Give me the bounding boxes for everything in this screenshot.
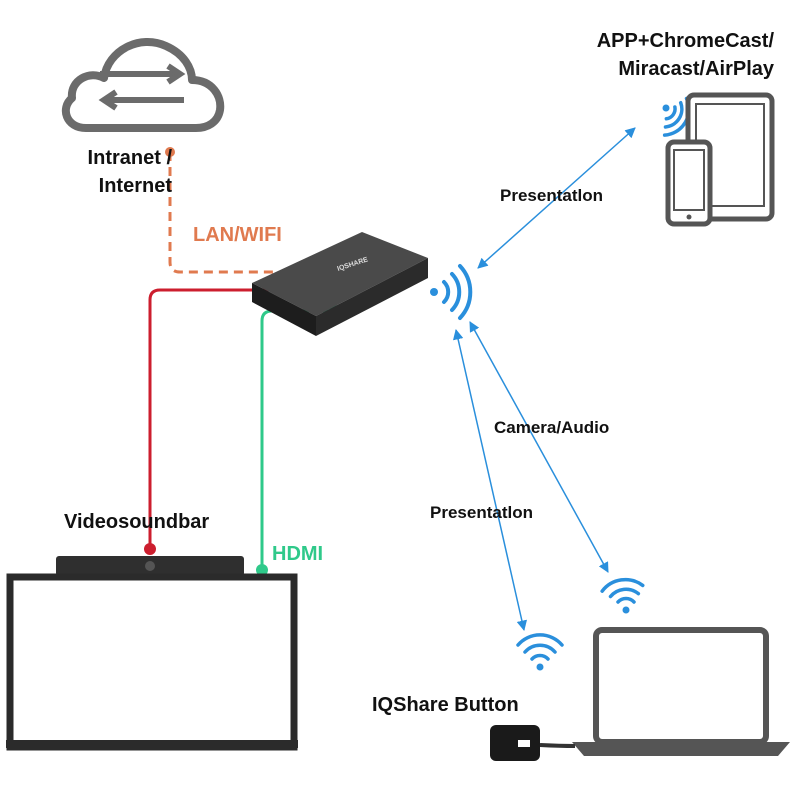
hdmi-label: HDMI — [272, 543, 324, 565]
wifi-icon — [516, 633, 564, 671]
phone-icon — [665, 139, 713, 227]
presentation-arrow-top — [477, 127, 636, 269]
iqshare-button-label: IQShare Button — [372, 694, 519, 716]
lan-connection-line — [165, 147, 309, 278]
cloud-icon — [61, 38, 225, 132]
camera-audio-label: Camera/Audio — [494, 418, 610, 437]
laptop-icon — [572, 627, 790, 756]
wifi-icon — [600, 577, 645, 614]
cloud-label: Intranet / Internet — [87, 147, 172, 197]
hub-icon: IQSHARE — [252, 232, 428, 336]
presentation-top-label: Presentatlon — [500, 186, 603, 205]
soundbar-icon — [56, 556, 244, 576]
hdmi-connection-line — [256, 305, 341, 576]
devices-label: APP+ChromeCast/ Miracast/AirPlay — [596, 30, 774, 80]
camera-audio-arrow — [469, 321, 609, 573]
display-icon — [6, 573, 298, 751]
lan-wifi-label: LAN/WIFI — [193, 224, 282, 246]
presentation-mid-label: Presentatlon — [430, 503, 533, 522]
wifi-icon — [430, 264, 473, 320]
usb-dongle-icon — [490, 725, 576, 761]
videosoundbar-label: Videosoundbar — [64, 511, 210, 533]
presentation-arrow-mid — [452, 328, 528, 632]
